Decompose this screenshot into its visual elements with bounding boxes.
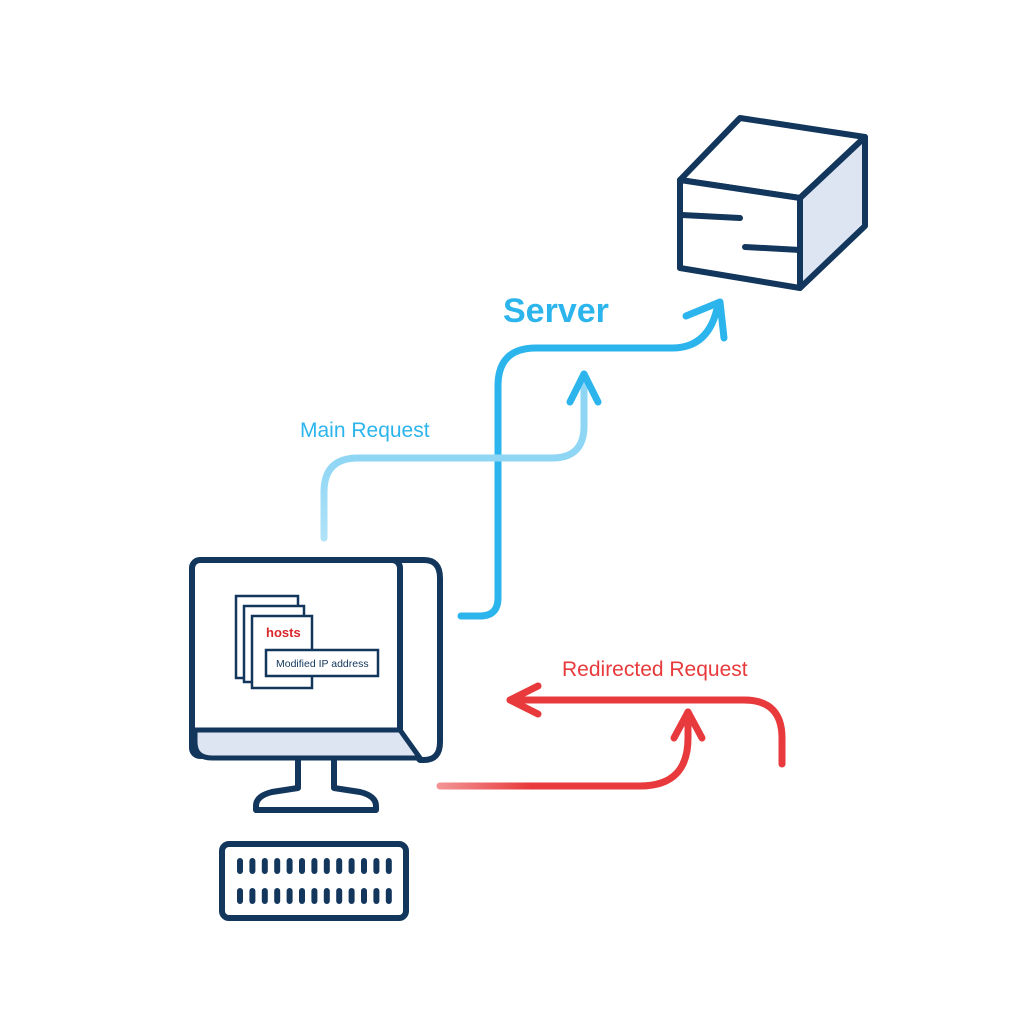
keyboard-body	[219, 841, 409, 921]
keyboard-key	[311, 858, 318, 874]
keyboard-key	[373, 888, 380, 904]
keyboard-key	[373, 858, 380, 874]
keyboard-key	[348, 858, 355, 874]
redirected-request-return-path	[506, 696, 786, 768]
hosts-file-label: hosts	[266, 625, 301, 640]
keyboard-key	[274, 888, 281, 904]
server-slot-upper	[679, 212, 743, 221]
keyboard-key	[261, 858, 268, 874]
monitor-stand-base	[253, 785, 379, 813]
main-request-branch-arrowhead	[566, 370, 602, 406]
redirected-request-label: Redirected Request	[562, 658, 748, 681]
hosts-entry-label: Modified IP address	[276, 658, 369, 670]
keyboard-key	[249, 858, 256, 874]
keyboard-key	[323, 888, 330, 904]
main-request-path	[457, 300, 722, 620]
redirected-request-outgoing-arrowhead	[670, 708, 706, 742]
keyboard-key	[385, 888, 392, 904]
keyboard-key	[385, 858, 392, 874]
main-request-branch-path	[320, 380, 588, 542]
keyboard-key	[336, 858, 343, 874]
hosts-entry-box: Modified IP address	[264, 648, 380, 678]
keyboard-key	[299, 888, 305, 904]
redirected-request-arrow	[436, 682, 786, 790]
server-box-icon	[677, 115, 868, 291]
monitor-bezel-bottom	[192, 727, 423, 761]
keyboard-key	[237, 858, 243, 874]
keyboard-key	[249, 888, 256, 904]
main-request-arrow	[457, 298, 728, 620]
keyboard-icon	[219, 841, 409, 921]
server-front-face	[677, 177, 803, 291]
keyboard-key	[336, 888, 343, 904]
keyboard-key	[361, 858, 367, 874]
main-request-label: Main Request	[300, 419, 430, 442]
keyboard-key	[274, 858, 281, 874]
main-request-branch-arrow	[320, 370, 602, 542]
keyboard-key	[361, 888, 367, 904]
redirected-request-outgoing-path	[436, 708, 692, 790]
keyboard-key	[237, 888, 243, 904]
desktop-monitor-icon	[189, 557, 443, 813]
server-label: Server	[503, 292, 609, 330]
keyboard-key	[323, 858, 330, 874]
keyboard-key	[348, 888, 355, 904]
server-slot-lower	[742, 244, 803, 253]
keyboard-key	[261, 888, 268, 904]
keyboard-key	[299, 858, 305, 874]
keyboard-keys	[237, 858, 392, 904]
keyboard-key	[311, 888, 318, 904]
keyboard-key	[286, 888, 293, 904]
main-request-arrowhead	[682, 298, 728, 342]
monitor-stand-neck	[295, 757, 337, 791]
redirected-request-return-arrowhead	[506, 682, 542, 718]
keyboard-key	[286, 858, 293, 874]
hosts-entry-frame	[264, 648, 380, 678]
